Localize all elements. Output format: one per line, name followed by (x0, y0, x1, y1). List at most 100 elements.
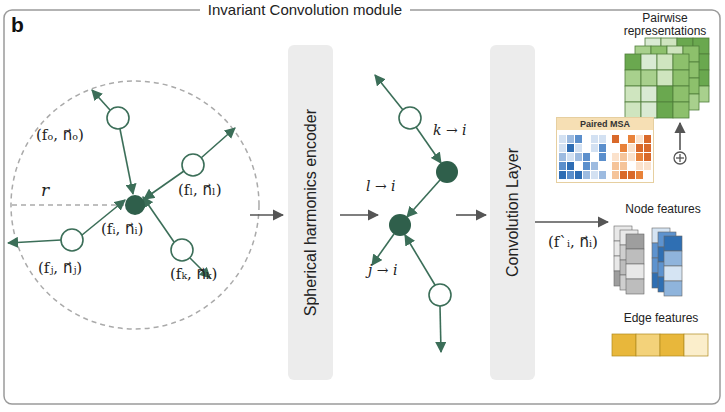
msa-cell (636, 144, 643, 152)
message-label: l → i (366, 178, 396, 194)
msa-cell (628, 153, 635, 161)
feature-cell (664, 266, 682, 281)
pairwise-cell (641, 54, 657, 70)
msa-cell (591, 135, 598, 143)
neighbor-arrows (8, 75, 441, 352)
box-label: Spherical harmonics encoder (302, 109, 320, 316)
msa-cell (612, 162, 619, 170)
msa-cell (628, 135, 635, 143)
msa-cell (591, 144, 598, 152)
feature-cell (626, 249, 644, 264)
edge-feature-bar (612, 334, 708, 356)
msa-cell (575, 171, 582, 179)
box-label: Convolution Layer (504, 148, 522, 277)
panel-border (4, 10, 720, 404)
msa-cell (575, 162, 582, 170)
atom-label: (fₖ, n⃗ₖ) (170, 265, 217, 283)
msa-cell (636, 162, 643, 170)
pairwise-cell (625, 70, 641, 86)
direction-vector (8, 240, 61, 243)
msa-cell (591, 162, 598, 170)
atom-label: (fⱼ, n⃗ⱼ) (38, 259, 82, 277)
pairwise-cell (657, 86, 673, 102)
msa-cell (628, 162, 635, 170)
msa-cell (583, 144, 590, 152)
msa-cell (620, 135, 627, 143)
block-heading: Pairwise representations (612, 12, 718, 38)
msa-cell (567, 144, 574, 152)
msa-cell (620, 171, 627, 179)
radius-line (12, 204, 124, 206)
msa-cell (591, 171, 598, 179)
neighbor-atom (107, 107, 129, 129)
flow-arrow (456, 214, 486, 216)
neighbor-atom (399, 107, 421, 129)
msa-cell (599, 162, 606, 170)
msa-cell (636, 135, 643, 143)
feature-cell (664, 236, 682, 251)
block-heading: Paired MSA (557, 118, 653, 130)
pairwise-cell (641, 70, 657, 86)
add-circle (674, 152, 686, 164)
message-label: j → i (368, 262, 397, 278)
feature-column (664, 236, 682, 296)
msa-cell (599, 171, 606, 179)
feature-cell (626, 264, 644, 279)
flow-connector (535, 221, 608, 223)
pairwise-cell (625, 86, 641, 102)
msa-cell (559, 171, 566, 179)
connectors (535, 222, 608, 223)
neighbor-atom (61, 229, 83, 251)
pairwise-cell (641, 86, 657, 102)
atom-label: (fₒ, n⃗ₒ) (36, 126, 84, 144)
msa-cell (644, 144, 651, 152)
msa-block: Paired MSA (556, 117, 654, 183)
edge-feature-cell (660, 334, 684, 356)
msa-cell (575, 153, 582, 161)
msa-cell (559, 153, 566, 161)
direction-vector (201, 128, 235, 158)
msa-cell (559, 144, 566, 152)
block-heading: Node features (608, 203, 718, 216)
encoder-box: Spherical harmonics encoder (288, 45, 333, 380)
pairwise-layer (635, 46, 699, 110)
feature-column (626, 234, 644, 294)
pairwise-cell (641, 102, 657, 118)
message-arrow (405, 235, 435, 285)
edge-feature-cell (636, 334, 660, 356)
pairwise-cell (657, 102, 673, 118)
msa-cell (628, 144, 635, 152)
feature-cell (664, 281, 682, 296)
neighbor-atom (429, 284, 451, 306)
edge-feature-block: Edge features (605, 312, 717, 360)
atom-label: (fᵢ, n⃗ᵢ) (101, 220, 143, 238)
cutoff-circle (11, 81, 259, 329)
direction-vector (92, 90, 110, 110)
msa-cell (583, 153, 590, 161)
msa-cell (567, 171, 574, 179)
msa-cell (612, 153, 619, 161)
direction-vector (375, 75, 403, 110)
pairwise-cell (625, 102, 641, 118)
edge-feature-cell (684, 334, 708, 356)
msa-cell (644, 162, 651, 170)
msa-cell (559, 135, 566, 143)
msa-block (559, 135, 606, 179)
convolution-box: Convolution Layer (490, 45, 535, 380)
output-label: (f`ᵢ, n⃗ᵢ) (548, 233, 598, 251)
block-heading: Edge features (605, 312, 717, 325)
panel-letter: b (11, 13, 24, 37)
flow-arrow (250, 214, 283, 216)
msa-cell (583, 135, 590, 143)
pairwise-cell (673, 86, 689, 102)
msa-cell (628, 171, 635, 179)
edge-feature-cell (612, 334, 636, 356)
neighbor-atoms (61, 107, 451, 306)
feature-cell (626, 279, 644, 294)
pairwise-cell (625, 54, 641, 70)
pairwise-cell (657, 54, 673, 70)
msa-cell (575, 144, 582, 152)
center-atom (389, 214, 411, 236)
